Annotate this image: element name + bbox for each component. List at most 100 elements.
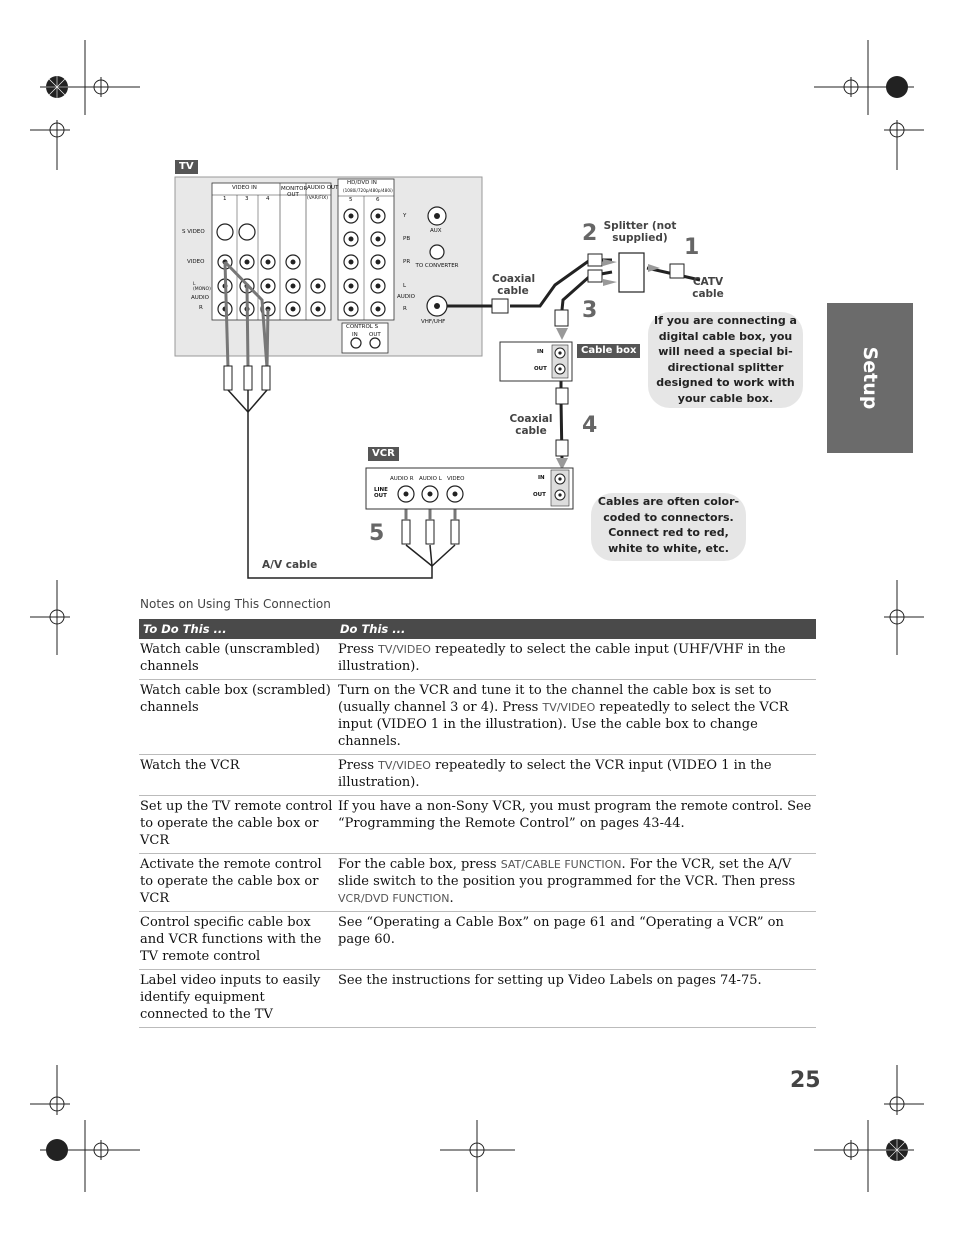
s-video-label: S VIDEO: [182, 229, 205, 235]
do-text: repeatedly to select the cable input (UH…: [338, 642, 786, 674]
step-1: 1: [684, 235, 700, 260]
do-cell: See “Operating a Cable Box” on page 61 a…: [336, 911, 816, 970]
coaxial-cable-label-1: Coaxial cable: [492, 273, 536, 297]
audio-out-label: AUDIO OUT: [307, 185, 339, 191]
step-3: 3: [582, 298, 598, 323]
hd-6-label: 6: [376, 197, 380, 203]
vcr-audio-r-label: AUDIO R: [390, 476, 414, 482]
audio-out-sub-label: (VAR/FIX): [307, 196, 329, 201]
do-text: repeatedly to select the VCR input (VIDE…: [338, 700, 789, 749]
av-cable-label: A/V cable: [262, 559, 318, 571]
todo-cell: Watch cable box (scrambled) channels: [139, 679, 336, 755]
do-text: See “Operating a Cable Box” on page 61 a…: [338, 915, 784, 947]
cable-box-tag: Cable box: [577, 344, 641, 358]
input-4-label: 4: [266, 196, 270, 202]
button-name: SAT/CABLE FUNCTION: [500, 858, 622, 871]
digital-cable-note-text: If you are connecting a digital cable bo…: [654, 314, 797, 405]
do-text: repeatedly to select the VCR input (VIDE…: [338, 758, 772, 790]
l-label: L: [403, 283, 407, 289]
r-label: R: [199, 305, 203, 311]
splitter-label: Splitter (not supplied): [603, 220, 677, 244]
color-coded-note: Cables are often color-coded to connecto…: [591, 493, 746, 561]
todo-cell: Watch cable (unscrambled) channels: [139, 639, 336, 680]
step-4: 4: [582, 413, 598, 438]
vcr-tag: VCR: [368, 447, 399, 461]
pr-label: PR: [403, 259, 411, 265]
header-to-do-this: To Do This ...: [139, 619, 336, 639]
video-label: VIDEO: [187, 259, 205, 265]
table-row: Watch cable (unscrambled) channels Press…: [139, 639, 816, 680]
todo-cell: Watch the VCR: [139, 754, 336, 796]
diagram-graphics: [174, 176, 701, 579]
control-s-label: CONTROL S: [346, 324, 379, 330]
do-text: . For the VCR, set the A/V slide switch …: [338, 857, 796, 889]
control-s-out-label: OUT: [369, 332, 381, 338]
todo-cell: Control specific cable box and VCR funct…: [139, 911, 336, 970]
tv-tag: TV: [175, 160, 198, 174]
vcr-in-label: IN: [538, 475, 545, 481]
digital-cable-note: If you are connecting a digital cable bo…: [648, 312, 803, 408]
table-row: Control specific cable box and VCR funct…: [139, 911, 816, 970]
table-row: Watch cable box (scrambled) channels Tur…: [139, 679, 816, 755]
monitor-out-label: MONITOR OUT: [281, 186, 308, 198]
vhf-uhf-label: VHF/UHF: [421, 319, 446, 325]
input-3-label: 3: [245, 196, 249, 202]
hd-5-label: 5: [349, 197, 353, 203]
table-row: Watch the VCR Press TV/VIDEO repeatedly …: [139, 754, 816, 796]
notes-title: Notes on Using This Connection: [140, 597, 331, 611]
todo-cell: Set up the TV remote control to operate …: [139, 795, 336, 854]
button-name: TV/VIDEO: [378, 643, 431, 656]
table-row: Label video inputs to easily identify eq…: [139, 969, 816, 1028]
do-text: See the instructions for setting up Vide…: [338, 973, 762, 988]
page-number: 25: [790, 1068, 821, 1093]
cable-box-out-label: OUT: [534, 366, 547, 372]
do-text: If you have a non-Sony VCR, you must pro…: [338, 799, 812, 831]
notes-table: To Do This ... Do This ... Watch cable (…: [139, 619, 816, 1028]
catv-cable-label: CATV cable: [692, 276, 724, 300]
do-cell: See the instructions for setting up Vide…: [336, 969, 816, 1028]
color-coded-note-text: Cables are often color-coded to connecto…: [597, 495, 740, 555]
vcr-video-label: VIDEO: [447, 476, 465, 482]
input-1-label: 1: [223, 196, 227, 202]
todo-cell: Activate the remote control to operate t…: [139, 853, 336, 912]
do-cell: Press TV/VIDEO repeatedly to select the …: [336, 754, 816, 796]
video-in-label: VIDEO IN: [232, 185, 257, 191]
do-text: .: [449, 891, 454, 906]
step-2: 2: [582, 221, 598, 246]
do-text: Press: [338, 642, 379, 657]
hd-dvd-in-label: HD/DVD IN: [347, 180, 377, 186]
do-cell: If you have a non-Sony VCR, you must pro…: [336, 795, 816, 854]
l-mono-label: L (MONO): [193, 282, 211, 292]
do-cell: Press TV/VIDEO repeatedly to select the …: [336, 639, 816, 680]
table-row: Set up the TV remote control to operate …: [139, 795, 816, 854]
vcr-line-out-label: LINE OUT: [374, 487, 388, 499]
do-text: Turn on the VCR and tune it to the chann…: [338, 683, 772, 715]
todo-cell: Label video inputs to easily identify eq…: [139, 969, 336, 1028]
vcr-audio-l-label: AUDIO L: [419, 476, 442, 482]
y-label: Y: [403, 213, 407, 219]
pb-label: PB: [403, 236, 411, 242]
button-name: VCR/DVD FUNCTION: [338, 892, 450, 905]
notes-header-row: To Do This ... Do This ...: [139, 619, 816, 639]
do-text: Press: [338, 758, 379, 773]
hd-dvd-sub-label: (1080i/720p/480p/480i): [343, 188, 393, 193]
aux-label: AUX: [430, 228, 442, 234]
setup-section-tab: Setup: [827, 303, 913, 453]
button-name: TV/VIDEO: [378, 759, 431, 772]
do-cell: Turn on the VCR and tune it to the chann…: [336, 679, 816, 755]
do-text: For the cable box, press: [338, 857, 501, 872]
audio2-label: AUDIO: [397, 294, 415, 300]
header-do-this: Do This ...: [336, 619, 816, 639]
button-name: TV/VIDEO: [542, 701, 596, 714]
step-5: 5: [369, 521, 385, 546]
vcr-out-label: OUT: [533, 492, 546, 498]
table-row: Activate the remote control to operate t…: [139, 853, 816, 912]
splitter: [618, 252, 645, 293]
r2-label: R: [403, 306, 407, 312]
to-converter-label: TO CONVERTER: [415, 263, 459, 269]
cable-box-in-label: IN: [537, 349, 544, 355]
audio-label: AUDIO: [191, 295, 209, 301]
control-s-in-label: IN: [352, 332, 358, 338]
coaxial-cable-label-2: Coaxial cable: [509, 413, 553, 437]
